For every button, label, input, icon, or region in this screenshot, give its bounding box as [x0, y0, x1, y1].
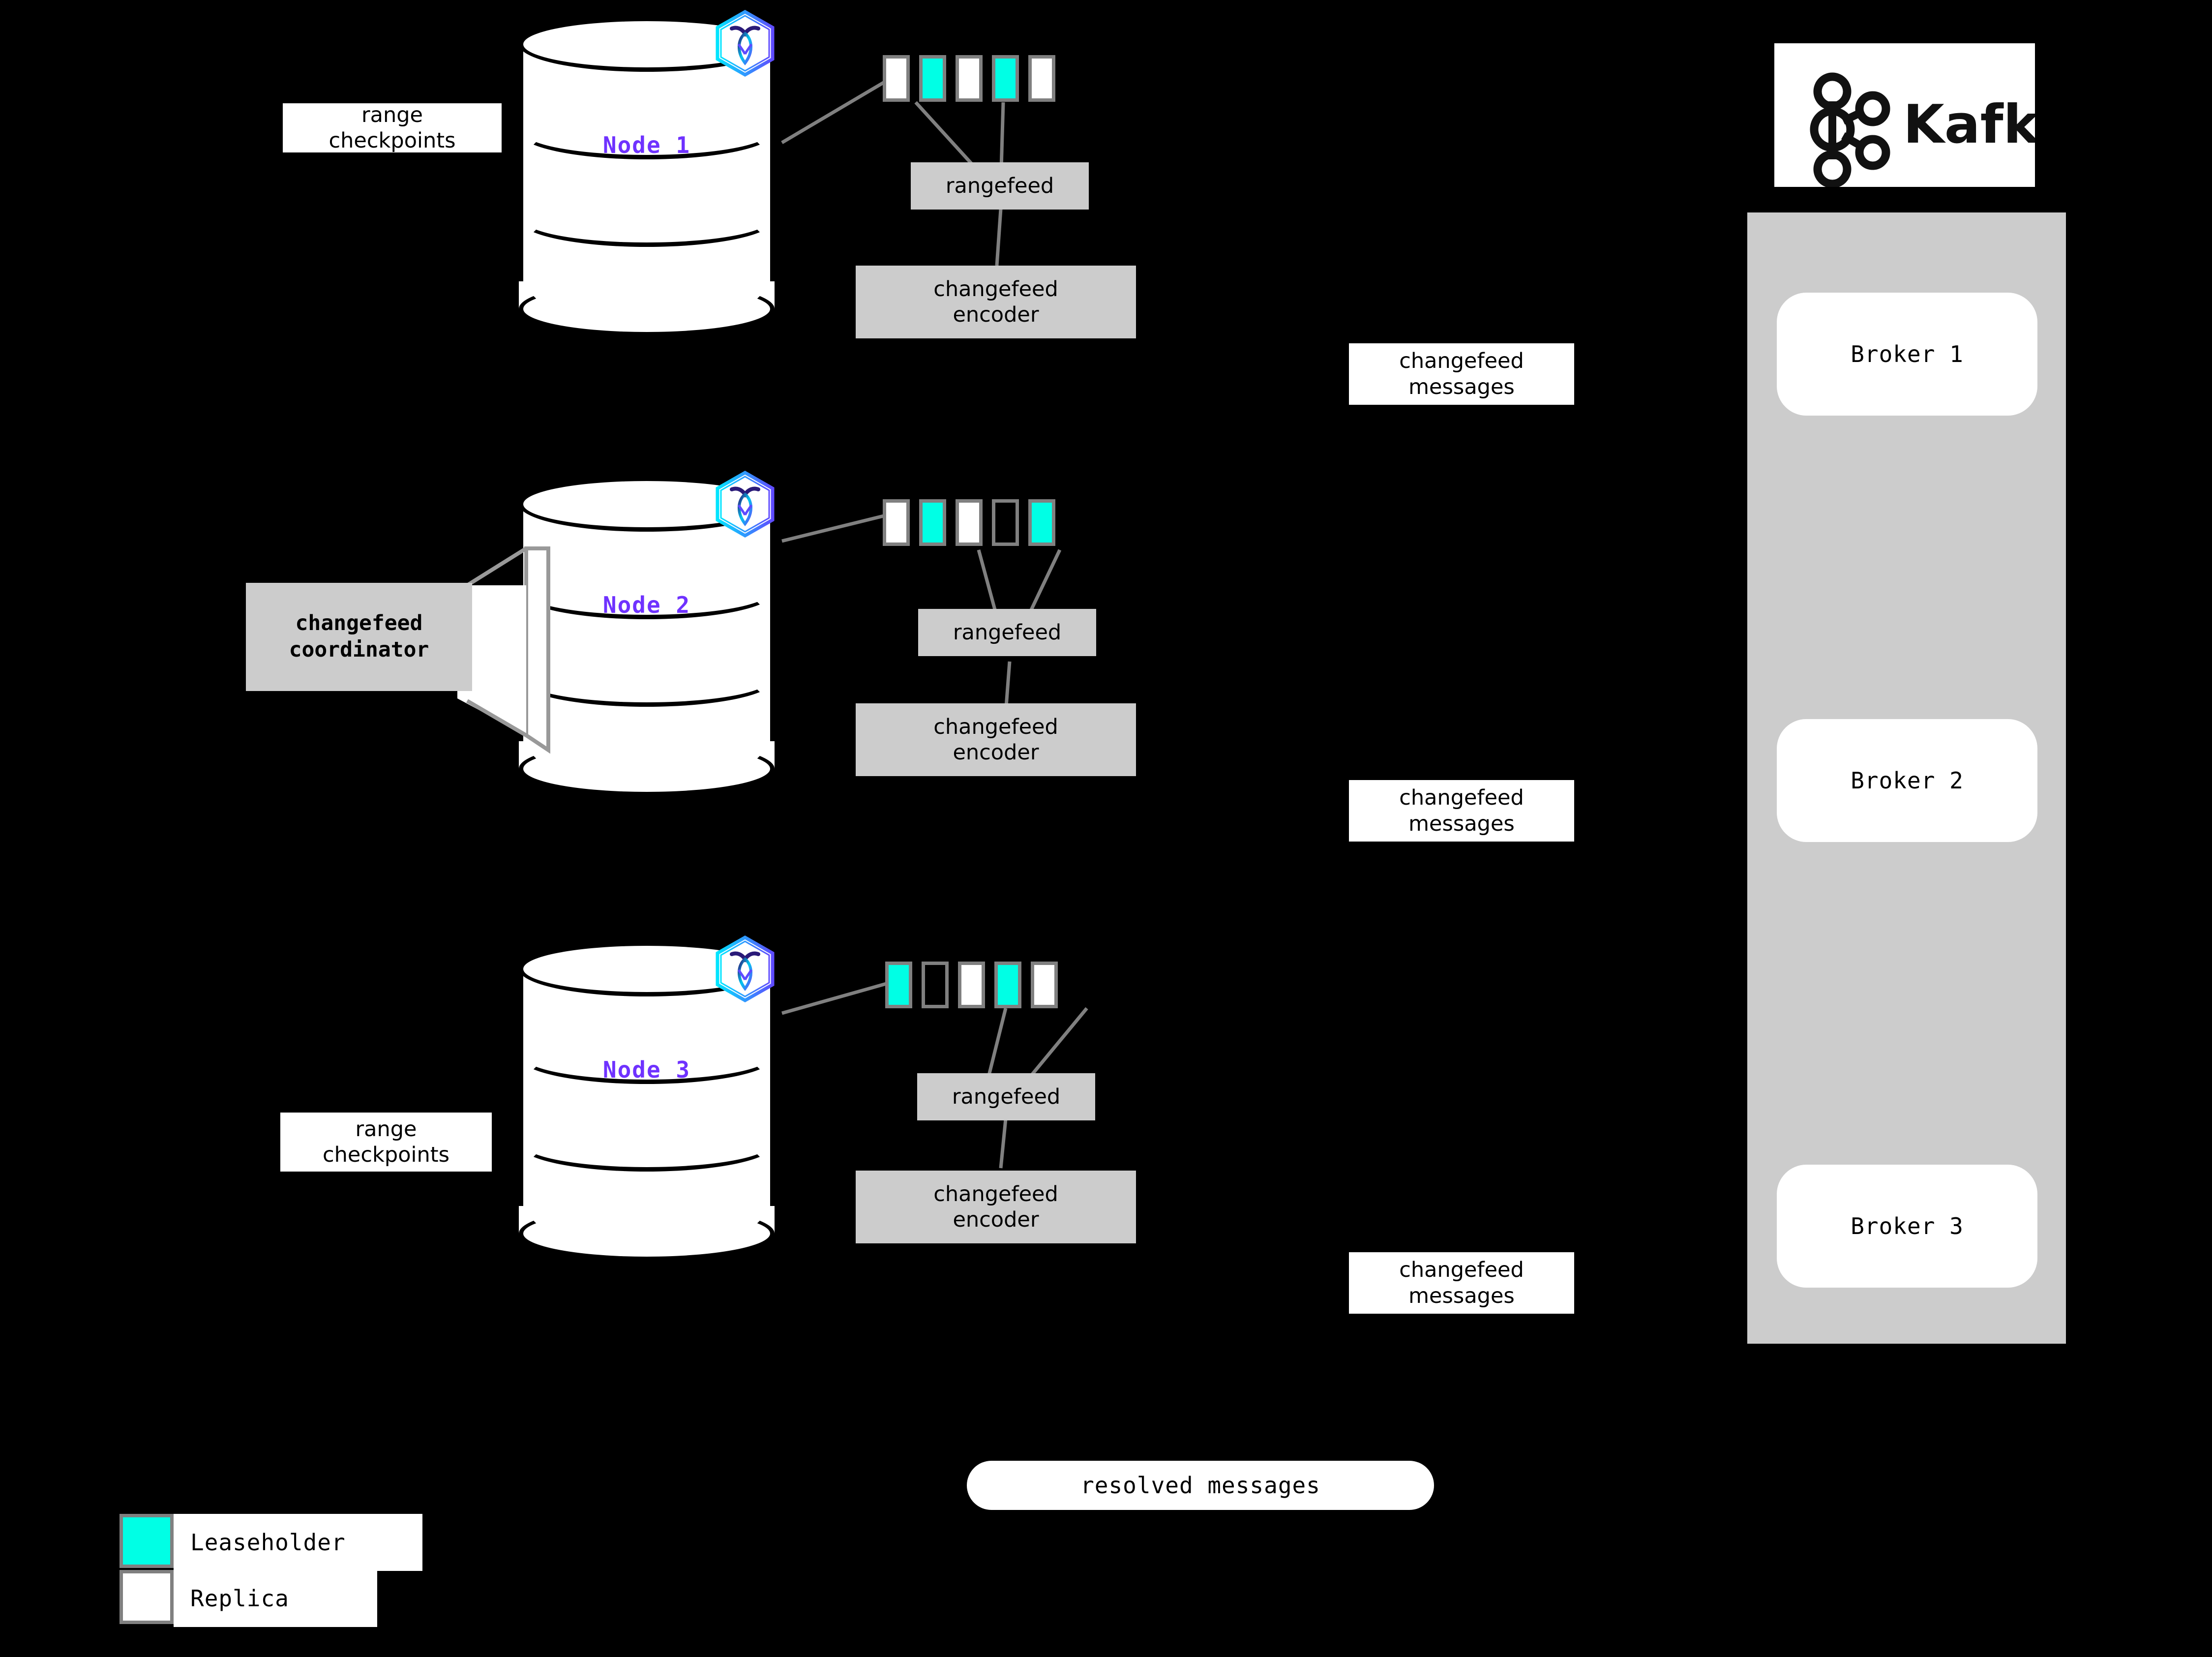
changefeed-messages-text-2: changefeed messages: [1399, 785, 1524, 836]
range-checkpoints-label-1: range checkpoints: [283, 103, 502, 152]
cockroachdb-hex-icon: [713, 470, 777, 539]
changefeed-coordinator-label: changefeed coordinator: [289, 611, 429, 662]
broker-1-label: Broker 1: [1851, 341, 1964, 367]
range-checkpoints-text-3: range checkpoints: [323, 1116, 449, 1167]
cylinder-body: [519, 44, 775, 310]
range-leaseholder: [885, 962, 912, 1008]
range-leaseholder: [992, 55, 1019, 102]
node-1-cylinder: Node 1: [519, 17, 775, 336]
changefeed-encoder-label-2: changefeed encoder: [933, 714, 1058, 765]
node-1-range-row: [883, 55, 1055, 102]
broker-3[interactable]: Broker 3: [1777, 1165, 2037, 1288]
cockroachdb-hex-icon: [713, 934, 777, 1003]
rangefeed-label-2: rangefeed: [953, 620, 1062, 645]
legend-replica-text: Replica: [190, 1585, 289, 1612]
rangefeed-box-3: rangefeed: [917, 1073, 1095, 1120]
node-3-range-row: [885, 962, 1058, 1008]
broker-2[interactable]: Broker 2: [1777, 719, 2037, 842]
changefeed-messages-label-1: changefeed messages: [1349, 343, 1574, 405]
kafka-logo-box: Kafka: [1774, 43, 2074, 188]
changefeed-encoder-box-3: changefeed encoder: [856, 1171, 1136, 1243]
cylinder-bottom-ellipse: [519, 1206, 775, 1261]
cylinder-body: [519, 969, 775, 1235]
rangefeed-label-3: rangefeed: [952, 1084, 1061, 1109]
cylinder-divider-1: [519, 104, 775, 159]
range-replica: [883, 499, 910, 546]
changefeed-messages-label-3: changefeed messages: [1349, 1252, 1574, 1314]
cylinder-divider-1: [519, 564, 775, 619]
node-2-range-row: [883, 499, 1055, 546]
node-2-label: Node 2: [602, 592, 691, 618]
legend-label-replica: Replica: [174, 1570, 377, 1627]
kafka-graph-icon: Kafka: [1810, 72, 2074, 188]
svg-text:Kafka: Kafka: [1903, 94, 2035, 155]
cylinder-body: [519, 504, 775, 770]
broker-1[interactable]: Broker 1: [1777, 293, 2037, 416]
legend-swatch-replica: [120, 1570, 174, 1624]
legend-label-leaseholder: Leaseholder: [174, 1514, 422, 1571]
range-leaseholder: [919, 499, 946, 546]
legend-leaseholder-text: Leaseholder: [190, 1529, 346, 1556]
range-checkpoints-label-3: range checkpoints: [280, 1113, 492, 1172]
range-checkpoints-text-1: range checkpoints: [329, 103, 456, 152]
range-replica: [958, 962, 985, 1008]
range-leaseholder: [994, 962, 1021, 1008]
cockroachdb-hex-icon: [713, 9, 777, 78]
changefeed-coordinator-box: changefeed coordinator: [246, 583, 472, 691]
legend-swatch-leaseholder: [120, 1514, 174, 1568]
changefeed-messages-text-3: changefeed messages: [1399, 1258, 1524, 1308]
range-empty: [922, 962, 949, 1008]
changefeed-encoder-label-1: changefeed encoder: [933, 276, 1058, 327]
rangefeed-box-2: rangefeed: [918, 609, 1096, 656]
range-empty: [992, 499, 1019, 546]
range-replica: [883, 55, 910, 102]
range-leaseholder: [1028, 499, 1055, 546]
coordinator-callout-tail: [457, 546, 550, 754]
cylinder-divider-1: [519, 1029, 775, 1084]
node-1-label: Node 1: [602, 132, 691, 158]
rangefeed-box-1: rangefeed: [911, 162, 1089, 210]
cylinder-bottom-ellipse: [519, 281, 775, 336]
changefeed-encoder-box-2: changefeed encoder: [856, 703, 1136, 776]
broker-3-label: Broker 3: [1851, 1213, 1964, 1239]
node-3-label: Node 3: [602, 1056, 691, 1083]
range-replica: [956, 499, 983, 546]
changefeed-messages-text-1: changefeed messages: [1399, 349, 1524, 399]
resolved-messages-label: resolved messages: [1080, 1472, 1320, 1499]
range-replica: [956, 55, 983, 102]
cylinder-divider-2: [519, 192, 775, 247]
broker-2-label: Broker 2: [1851, 767, 1964, 794]
range-replica: [1028, 55, 1055, 102]
cylinder-divider-2: [519, 1116, 775, 1172]
node-3-cylinder: Node 3: [519, 941, 775, 1261]
range-replica: [1031, 962, 1058, 1008]
cylinder-divider-2: [519, 652, 775, 707]
cylinder-bottom-ellipse: [519, 741, 775, 796]
changefeed-encoder-box-1: changefeed encoder: [856, 266, 1136, 338]
range-leaseholder: [919, 55, 946, 102]
changefeed-messages-label-2: changefeed messages: [1349, 780, 1574, 842]
rangefeed-label-1: rangefeed: [945, 173, 1054, 198]
changefeed-encoder-label-3: changefeed encoder: [933, 1181, 1058, 1232]
resolved-messages-pill: resolved messages: [967, 1461, 1434, 1510]
